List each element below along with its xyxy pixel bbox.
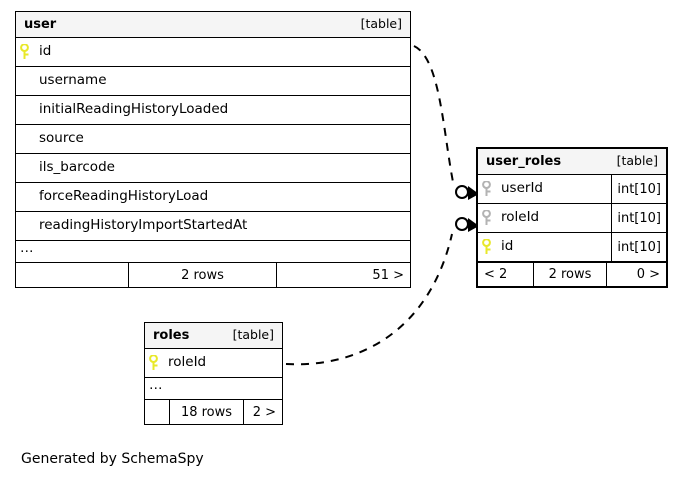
table-row[interactable]: source (16, 125, 410, 154)
table-kind-user: [table] (360, 16, 402, 32)
column-cell: username (33, 67, 410, 95)
table-row[interactable]: initialReadingHistoryLoaded (16, 96, 410, 125)
column-name: id (501, 238, 514, 255)
column-cell: roleId (162, 349, 282, 377)
table-row[interactable]: roleId int[10] (478, 204, 666, 233)
table-footer-user: 2 rows 51 > (16, 263, 410, 287)
column-name: initialReadingHistoryLoaded (39, 101, 229, 118)
column-name: roleId (168, 354, 207, 371)
column-name: readingHistoryImportStartedAt (39, 217, 248, 234)
table-header-roles: roles [table] (145, 323, 282, 349)
column-cell: source (33, 125, 410, 153)
footer-child-count[interactable]: 2 > (243, 400, 282, 424)
footer-child-count[interactable]: 0 > (606, 263, 666, 286)
table-row[interactable]: forceReadingHistoryLoad (16, 183, 410, 212)
column-cell: userId (495, 175, 611, 203)
table-title-roles: roles (153, 328, 190, 343)
relationship-endpoint-circle-userid (455, 185, 469, 199)
table-node-user_roles[interactable]: user_roles [table] userId int[10] (476, 147, 668, 288)
column-name: source (39, 130, 84, 147)
key-placeholder (16, 154, 33, 182)
primary-key-icon (145, 349, 162, 377)
key-placeholder (16, 212, 33, 240)
table-row[interactable]: userId int[10] (478, 175, 666, 204)
column-name: userId (501, 180, 543, 197)
column-cell: initialReadingHistoryLoaded (33, 96, 410, 124)
footer-parent-count[interactable] (145, 400, 169, 424)
key-placeholder (16, 125, 33, 153)
footer-row-count: 2 rows (533, 263, 606, 286)
table-header-user_roles: user_roles [table] (478, 149, 666, 175)
table-row[interactable]: id (16, 38, 410, 67)
footer-child-count[interactable]: 51 > (276, 263, 410, 287)
generated-by-caption: Generated by SchemaSpy (21, 451, 204, 467)
table-row[interactable]: id int[10] (478, 233, 666, 262)
primary-key-icon (16, 38, 33, 66)
table-row[interactable]: username (16, 67, 410, 96)
column-cell: roleId (495, 204, 611, 232)
table-title-user_roles: user_roles (486, 154, 562, 169)
foreign-key-icon (478, 175, 495, 203)
column-name: roleId (501, 209, 540, 226)
table-title-user: user (24, 17, 57, 32)
footer-row-count: 2 rows (128, 263, 276, 287)
column-cell: readingHistoryImportStartedAt (33, 212, 410, 240)
footer-parent-count[interactable] (16, 263, 128, 287)
primary-key-icon (478, 233, 495, 261)
column-cell: ils_barcode (33, 154, 410, 182)
key-placeholder (16, 67, 33, 95)
column-cell: forceReadingHistoryLoad (33, 183, 410, 211)
column-cell: id (33, 38, 410, 66)
column-name: ils_barcode (39, 159, 115, 176)
column-name: id (39, 43, 52, 60)
table-row[interactable]: roleId (145, 349, 282, 378)
footer-parent-count[interactable]: < 2 (484, 267, 508, 282)
table-node-roles[interactable]: roles [table] roleId … 18 rows 2 > (144, 322, 283, 425)
relationship-endpoint-circle-roleid (455, 217, 469, 231)
key-placeholder (16, 183, 33, 211)
column-name: username (39, 72, 107, 89)
table-footer-roles: 18 rows 2 > (145, 400, 282, 424)
table-node-user[interactable]: user [table] id username (15, 11, 411, 288)
column-cell: id (495, 233, 611, 261)
column-name: forceReadingHistoryLoad (39, 188, 209, 205)
more-columns-indicator: … (16, 241, 410, 263)
foreign-key-icon (478, 204, 495, 232)
key-placeholder (16, 96, 33, 124)
table-kind-user_roles: [table] (616, 153, 658, 169)
table-footer-user_roles: < 2 2 rows 0 > (478, 262, 666, 286)
footer-row-count: 18 rows (169, 400, 243, 424)
column-type: int[10] (611, 233, 666, 261)
table-row[interactable]: ils_barcode (16, 154, 410, 183)
column-type: int[10] (611, 175, 666, 203)
more-columns-indicator: … (145, 378, 282, 400)
table-kind-roles: [table] (232, 327, 274, 343)
column-type: int[10] (611, 204, 666, 232)
table-header-user: user [table] (16, 12, 410, 38)
relationship-user-to-user_roles (413, 45, 454, 183)
table-row[interactable]: readingHistoryImportStartedAt (16, 212, 410, 241)
